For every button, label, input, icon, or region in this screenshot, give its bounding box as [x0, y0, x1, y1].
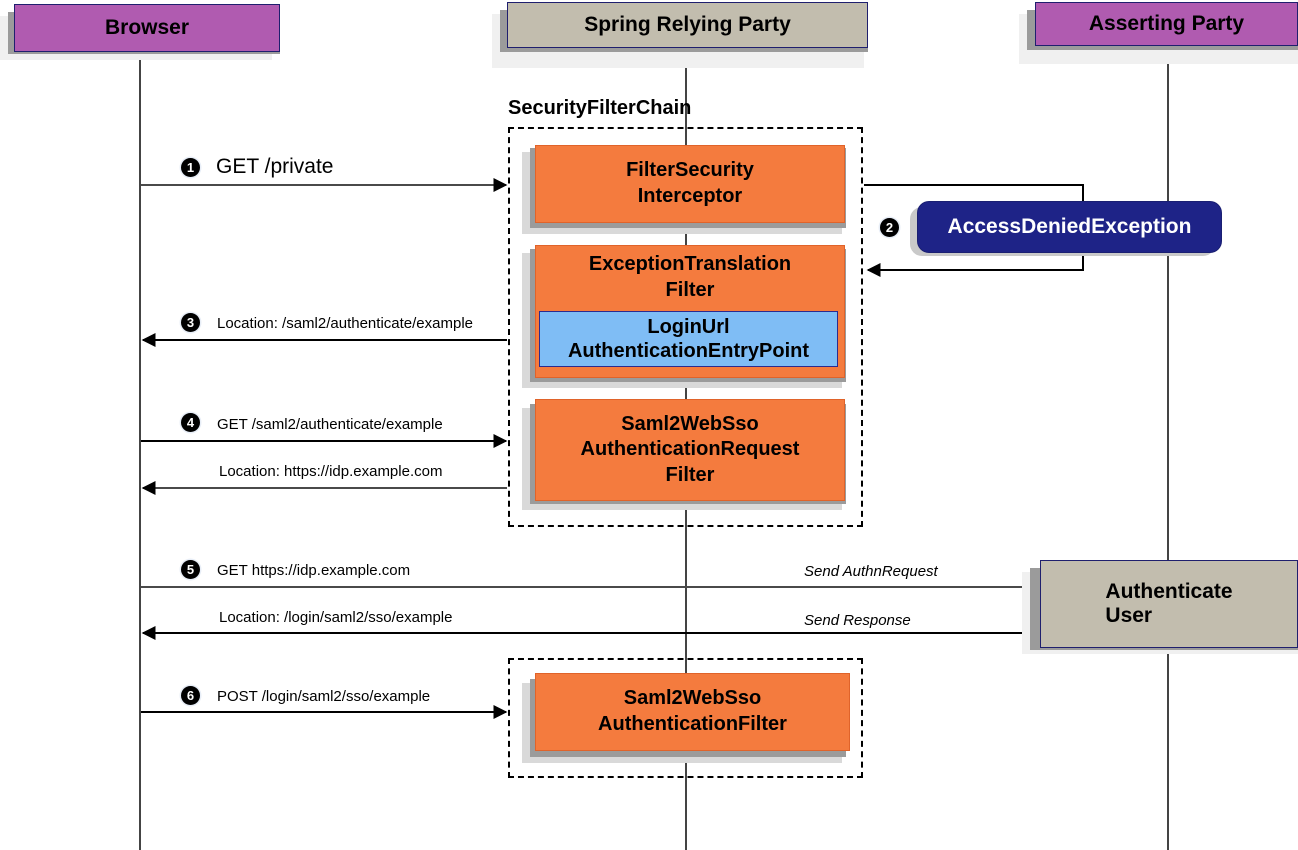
message-label-send-authn-request: Send AuthnRequest [804, 563, 938, 580]
authenticate-user-line2: User [1105, 604, 1153, 627]
saml2-websso-authentication-request-filter[interactable]: Saml2WebSso AuthenticationRequest Filter [535, 399, 845, 501]
saml2-websso-authn-request-filter-line2: AuthenticationRequest [580, 438, 800, 461]
exception-translation-filter-line2: Filter [665, 278, 715, 301]
saml2-websso-authn-request-filter-line3: Filter [665, 463, 715, 486]
login-url-authentication-entry-point[interactable]: LoginUrl AuthenticationEntryPoint [539, 311, 838, 367]
step-badge-2: 2 [880, 218, 899, 237]
saml2-websso-authentication-filter-line1: Saml2WebSso [623, 687, 762, 710]
access-denied-exception-note[interactable]: AccessDeniedException [917, 201, 1222, 253]
filter-security-interceptor[interactable]: FilterSecurity Interceptor [535, 145, 845, 223]
filter-security-interceptor-line1: FilterSecurity [626, 159, 754, 182]
message-label-4: GET /saml2/authenticate/example [217, 416, 443, 433]
filter-chain-bottom-frame [508, 658, 863, 778]
message-label-send-response: Send Response [804, 612, 911, 629]
step-badge-4: 4 [181, 413, 200, 432]
message-label-6: POST /login/saml2/sso/example [217, 688, 431, 705]
security-filter-chain-title: SecurityFilterChain [508, 97, 692, 119]
participant-spring-relying-party[interactable]: Spring Relying Party [507, 2, 868, 48]
authenticate-user-line1: Authenticate [1105, 580, 1233, 603]
message-label-1: GET /private [216, 155, 334, 178]
step-badge-5: 5 [181, 560, 200, 579]
message-label-5: GET https://idp.example.com [217, 562, 411, 579]
filter-security-interceptor-line2: Interceptor [637, 185, 743, 207]
authenticate-user-box[interactable]: Authenticate User [1040, 560, 1298, 648]
participant-asserting-party[interactable]: Asserting Party [1035, 2, 1298, 46]
login-url-authentication-entry-point-line1: LoginUrl [647, 315, 730, 338]
step-badge-6: 6 [181, 686, 200, 705]
step-badge-1: 1 [181, 158, 200, 177]
login-url-authentication-entry-point-line2: AuthenticationEntryPoint [567, 340, 810, 362]
participant-asserting-party-label: Asserting Party [1088, 12, 1245, 35]
participant-browser-label: Browser [104, 16, 190, 39]
participant-spring-relying-party-label: Spring Relying Party [584, 13, 791, 36]
step-badge-3: 3 [181, 313, 200, 332]
access-denied-exception-label: AccessDeniedException [947, 215, 1192, 238]
exception-translation-filter-line1: ExceptionTranslation [588, 253, 792, 275]
saml2-websso-authn-request-filter-line1: Saml2WebSso [621, 412, 759, 435]
security-filter-chain-frame [508, 127, 863, 527]
saml2-websso-authentication-filter-line2: AuthenticationFilter [598, 713, 787, 735]
saml2-websso-authentication-filter[interactable]: Saml2WebSso AuthenticationFilter [535, 673, 850, 751]
message-label-3: Location: /saml2/authenticate/example [217, 315, 473, 332]
message-label-location-sso: Location: /login/saml2/sso/example [219, 609, 453, 626]
participant-browser[interactable]: Browser [14, 4, 280, 52]
message-label-location-idp: Location: https://idp.example.com [219, 463, 443, 480]
